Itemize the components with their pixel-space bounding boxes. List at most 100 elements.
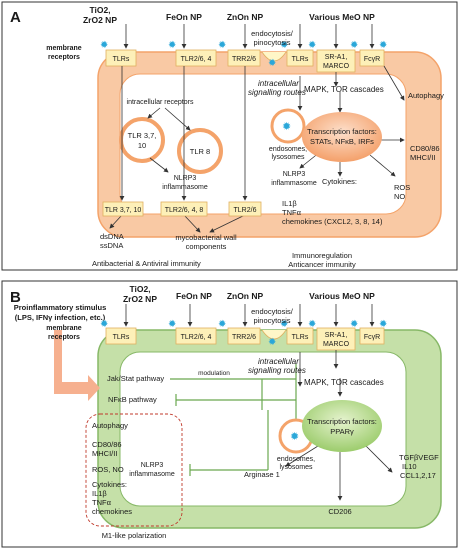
receptor-tlrs2-b: TLRs <box>292 334 309 341</box>
inflammasome-a1: inflammasome <box>162 184 208 191</box>
np-znon-a: ZnOn NP <box>227 12 264 22</box>
no-a: NO <box>394 192 405 201</box>
np-zro2-b: ZrO2 NP <box>123 294 157 304</box>
mapk-a: MAPK, TOR cascades <box>304 85 384 94</box>
transcription-factors-a <box>302 112 382 162</box>
nlrp3-b: NLRP3 <box>141 462 164 469</box>
nfkb: NFκB pathway <box>108 395 157 404</box>
receptor-tlr26-b: TLR2/6, 4 <box>181 334 212 341</box>
tf-label-b: Transcription factors: <box>307 417 377 426</box>
components: components <box>186 242 227 251</box>
nanoparticle-icon: ✹ <box>218 40 226 51</box>
nlrp3-a1: NLRP3 <box>174 175 197 182</box>
signalling-routes-a: signalling routes <box>248 88 306 97</box>
intracellular-receptors-label: intracellular receptors <box>127 99 194 106</box>
inflammasome-b: inflammasome <box>129 471 175 478</box>
mhc-b: MHCI/II <box>92 449 117 458</box>
chemokines-b: chemokines <box>92 507 132 516</box>
tlr3710-label2: 10 <box>138 141 146 150</box>
receptor-marco-b: MARCO <box>323 341 350 348</box>
np-feon-a: FeOn NP <box>166 12 202 22</box>
il1b-b: IL1β <box>92 489 107 498</box>
nanoparticle-icon: ✹ <box>268 58 276 69</box>
nanoparticle-icon: ✹ <box>379 319 387 330</box>
membrane-label-b: membrane <box>46 325 82 332</box>
nanoparticle-icon: ✹ <box>350 319 358 330</box>
il10-b: IL10 <box>402 462 417 471</box>
cell-inner-b <box>119 351 407 507</box>
nanoparticle-icon: ✹ <box>100 40 108 51</box>
endocytosis-b: endocytosis/ <box>251 307 294 316</box>
intracellular-b: intracellular <box>258 357 299 366</box>
receptor-trr26-a: TRR2/6 <box>232 56 256 63</box>
immunoregulation: Immunoregulation <box>292 251 352 260</box>
receptor-tlrs-b: TLRs <box>113 334 130 341</box>
arginase: Arginase 1 <box>244 470 280 479</box>
np-tio2-a: TiO2, <box>89 5 110 15</box>
nanoparticle-icon: ✹ <box>168 40 176 51</box>
panel-a-letter: A <box>10 9 21 26</box>
nanoparticle-icon: ✹ <box>308 319 316 330</box>
ssdna: ssDNA <box>100 241 123 250</box>
receptor-fcgr-b: FcγR <box>364 334 380 341</box>
nanoparticle-icon: ✹ <box>282 121 291 133</box>
bottom-receptor-tlr3710: TLR 3,7, 10 <box>105 207 142 214</box>
tf-label-a: Transcription factors: <box>307 127 377 136</box>
nanoparticle-icon: ✹ <box>350 40 358 51</box>
endosomes-a: endosomes, <box>269 146 307 153</box>
pinocytosis-b: pinocytosis <box>253 316 290 325</box>
lysosomes-b: lysosomes <box>279 464 313 471</box>
nanoparticle-icon: ✹ <box>280 319 288 330</box>
receptor-trr26-b: TRR2/6 <box>232 334 256 341</box>
receptor-marco-a: MARCO <box>323 63 350 70</box>
tnfa-b: TNFα <box>92 498 112 507</box>
bottom-receptor-tlr2648: TLR2/6, 4, 8 <box>165 207 204 214</box>
anticancer-immunity: Anticancer immunity <box>288 260 356 269</box>
modulation: modulation <box>198 370 230 377</box>
receptor-sra1-b: SR-A1, <box>325 332 348 339</box>
tlr3710-vesicle <box>119 117 165 163</box>
nanoparticle-icon: ✹ <box>290 431 299 443</box>
cd80-a: CD80/86 <box>410 144 440 153</box>
cd206: CD206 <box>328 507 351 516</box>
endocytosis-a: endocytosis/ <box>251 29 294 38</box>
bottom-receptor-tlr26: TLR2/6 <box>234 207 257 214</box>
jakstat: Jak/Stat pathway <box>107 374 164 383</box>
intracellular-a: intracellular <box>258 79 299 88</box>
ros-a: ROS <box>394 183 410 192</box>
np-znon-b: ZnOn NP <box>227 291 264 301</box>
mhc-a: MHCI/II <box>410 153 435 162</box>
endosome-a <box>270 108 306 144</box>
stimulus-label: Proinflammatory stimulus <box>14 303 107 312</box>
np-feon-b: FeOn NP <box>176 291 212 301</box>
membrane-label-a: membrane <box>46 45 82 52</box>
tgfb-vegf: TGFβVEGF <box>399 453 439 462</box>
np-tio2-b: TiO2, <box>129 284 150 294</box>
nanoparticle-icon: ✹ <box>280 40 288 51</box>
lysosomes-a: lysosomes <box>271 154 305 161</box>
nanoparticle-icon: ✹ <box>168 319 176 330</box>
stimulus-arrow <box>54 330 100 401</box>
nanoparticle-icon: ✹ <box>268 337 276 348</box>
endosomes-b: endosomes, <box>277 456 315 463</box>
tlr8-label: TLR 8 <box>190 147 210 156</box>
nanoparticle-icon: ✹ <box>100 319 108 330</box>
il1b-a: IL1β <box>282 199 297 208</box>
mycobacterial-wall: mycobacterial wall <box>175 233 237 242</box>
receptor-row-a: TLRs TLR2/6, 4 TRR2/6 TLRs SR-A1, MARCO … <box>105 49 385 73</box>
ccl-b: CCL1,2,17 <box>400 471 436 480</box>
nanoparticle-icon: ✹ <box>218 319 226 330</box>
nanoparticles-b: ✹ ✹ ✹ ✹ ✹ ✹ ✹ ✹ <box>100 319 387 348</box>
m1-polarization-box <box>85 413 183 527</box>
autophagy-a: Autophagy <box>408 91 444 100</box>
cytokines-a: Cytokines: <box>322 177 357 186</box>
tf-values-b: PPARγ <box>330 427 354 436</box>
panel-b: B Proinflammatory stimulus (LPS, IFNγ in… <box>1 280 458 548</box>
receptor-tlr26-a: TLR2/6, 4 <box>181 56 212 63</box>
ros-no-b: ROS, NO <box>92 465 124 474</box>
receptor-tlrs-a: TLRs <box>113 56 130 63</box>
tlr8-vesicle <box>177 128 223 174</box>
tf-values-a: STATs, NFκB, IRFs <box>310 137 374 146</box>
receptor-tlrs2-a: TLRs <box>292 56 309 63</box>
mapk-b: MAPK, TOR cascades <box>304 378 384 387</box>
